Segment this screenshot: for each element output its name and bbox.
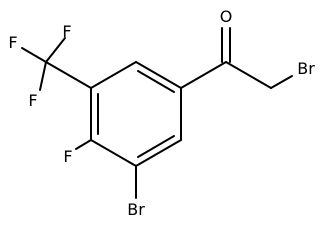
ring-carbonyl-bond xyxy=(180,61,227,89)
structure-diagram: O Br Br F F F F xyxy=(8,7,315,219)
ring-bromine-label: Br xyxy=(127,200,145,219)
ring-bond xyxy=(90,61,137,89)
carbonyl-methylene-bond xyxy=(225,61,272,89)
cf3-fluorine-label: F xyxy=(62,22,71,41)
cf3-fluorine-bond xyxy=(21,47,47,63)
ring-fluorine-bond xyxy=(75,139,92,150)
cf3-fluorine-bond xyxy=(39,61,47,91)
ring-fluorine-label: F xyxy=(63,147,72,166)
methylene-bromine-bond xyxy=(270,75,293,89)
ring-double-bond xyxy=(137,70,175,93)
ring-cf3-bond xyxy=(45,61,92,89)
ring-bond xyxy=(90,139,137,167)
cf3-fluorine-label: F xyxy=(28,91,37,110)
oxygen-label: O xyxy=(220,7,233,26)
cf3-fluorine-bond xyxy=(45,37,66,63)
alpha-bromine-label: Br xyxy=(297,59,315,78)
ring-bond xyxy=(135,139,182,167)
ring-double-bond xyxy=(137,135,175,158)
cf3-fluorine-label: F xyxy=(8,33,17,52)
ring-bond xyxy=(135,61,182,89)
